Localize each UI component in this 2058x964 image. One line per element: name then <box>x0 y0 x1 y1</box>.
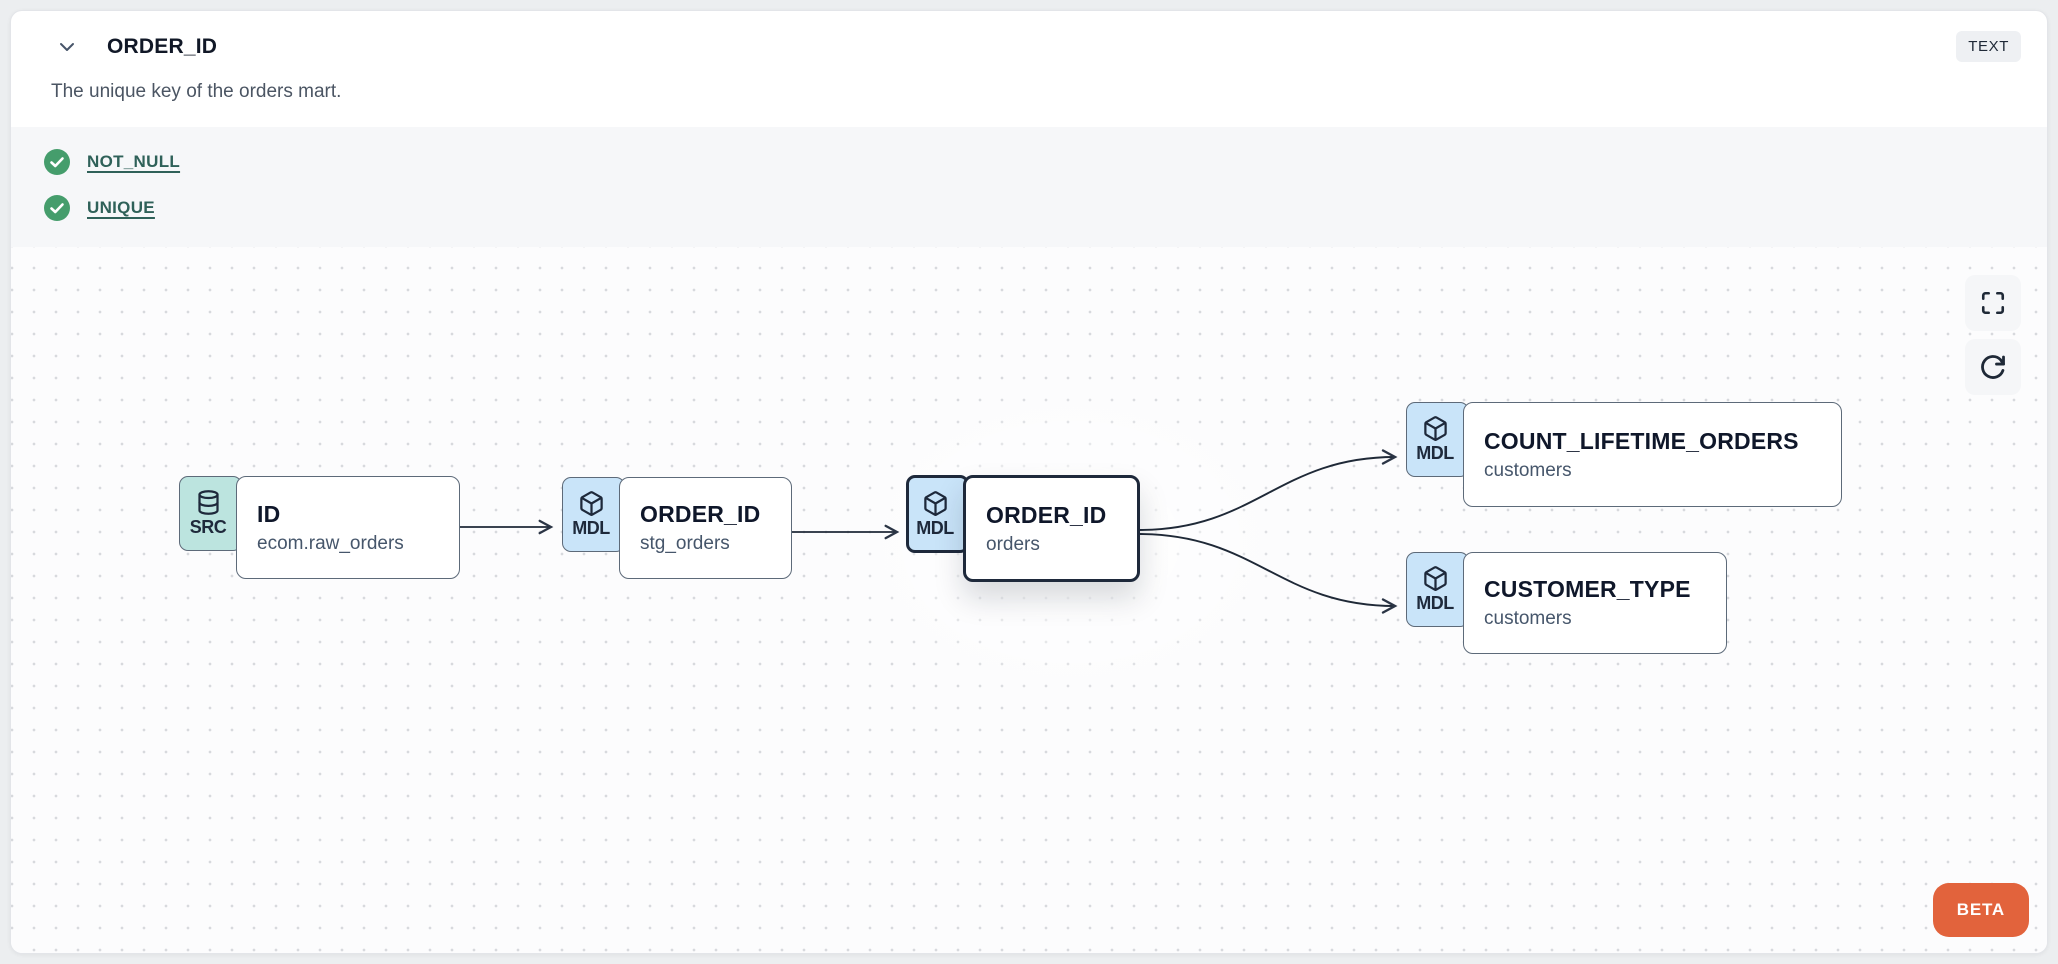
node-subtitle: ecom.raw_orders <box>257 532 404 554</box>
test-row: NOT_NULL <box>41 149 2017 175</box>
source-type-badge: SRC <box>179 476 242 551</box>
test-link-not-null[interactable]: NOT_NULL <box>87 152 181 171</box>
lineage-node-source-id[interactable]: SRC ID ecom.raw_orders <box>179 476 460 579</box>
lineage-canvas[interactable]: SRC ID ecom.raw_orders MDL ORDER_ID stg_… <box>11 247 2047 953</box>
node-card: ORDER_ID stg_orders <box>619 477 792 579</box>
check-circle-icon <box>44 195 70 221</box>
node-subtitle: stg_orders <box>640 533 730 554</box>
refresh-icon <box>1979 353 2007 381</box>
node-title: ID <box>257 500 281 527</box>
cube-icon <box>578 490 605 517</box>
collapse-toggle[interactable] <box>55 35 79 59</box>
node-subtitle: customers <box>1484 608 1572 629</box>
node-card: COUNT_LIFETIME_ORDERS customers <box>1463 402 1842 507</box>
lineage-node-customer-type[interactable]: MDL CUSTOMER_TYPE customers <box>1406 552 1727 654</box>
node-card: CUSTOMER_TYPE customers <box>1463 552 1727 654</box>
test-row: UNIQUE <box>41 195 2017 221</box>
header: ORDER_ID TEXT The unique key of the orde… <box>11 11 2047 103</box>
badge-label: MDL <box>572 518 610 538</box>
lineage-node-orders-selected[interactable]: MDL ORDER_ID orders <box>906 475 1140 582</box>
model-type-badge: MDL <box>1406 402 1469 477</box>
column-description: The unique key of the orders mart. <box>51 81 342 102</box>
test-link-unique[interactable]: UNIQUE <box>87 198 155 217</box>
badge-label: SRC <box>189 517 227 537</box>
fullscreen-button[interactable] <box>1965 275 2021 331</box>
model-type-badge: MDL <box>562 477 625 552</box>
column-title: ORDER_ID <box>107 35 218 58</box>
cube-icon <box>1422 565 1449 592</box>
node-title: COUNT_LIFETIME_ORDERS <box>1484 427 1799 454</box>
model-type-badge: MDL <box>906 475 969 553</box>
lineage-edges <box>454 449 1398 614</box>
node-card: ID ecom.raw_orders <box>236 476 460 579</box>
fullscreen-icon <box>1980 290 2006 316</box>
model-type-badge: MDL <box>1406 552 1469 627</box>
node-title: ORDER_ID <box>640 501 761 527</box>
beta-badge: BETA <box>1932 883 2029 937</box>
node-subtitle: customers <box>1484 459 1572 481</box>
database-icon <box>195 489 222 516</box>
chevron-down-icon <box>55 35 79 59</box>
node-subtitle: orders <box>986 533 1040 555</box>
refresh-button[interactable] <box>1965 339 2021 395</box>
canvas-controls <box>1965 275 2021 395</box>
lineage-node-count-lifetime-orders[interactable]: MDL COUNT_LIFETIME_ORDERS customers <box>1406 402 1842 507</box>
cube-icon <box>922 490 949 517</box>
badge-label: MDL <box>1416 593 1454 613</box>
badge-label: MDL <box>1416 443 1454 463</box>
node-title: CUSTOMER_TYPE <box>1484 576 1691 602</box>
data-type-badge: TEXT <box>1956 31 2021 62</box>
column-detail-panel: ORDER_ID TEXT The unique key of the orde… <box>10 10 2048 954</box>
node-title: ORDER_ID <box>986 501 1107 528</box>
tests-section: NOT_NULL UNIQUE <box>11 127 2047 247</box>
lineage-node-stg-orders[interactable]: MDL ORDER_ID stg_orders <box>562 477 792 579</box>
cube-icon <box>1422 415 1449 442</box>
node-card: ORDER_ID orders <box>963 475 1140 582</box>
check-circle-icon <box>44 149 70 175</box>
badge-label: MDL <box>916 517 954 538</box>
